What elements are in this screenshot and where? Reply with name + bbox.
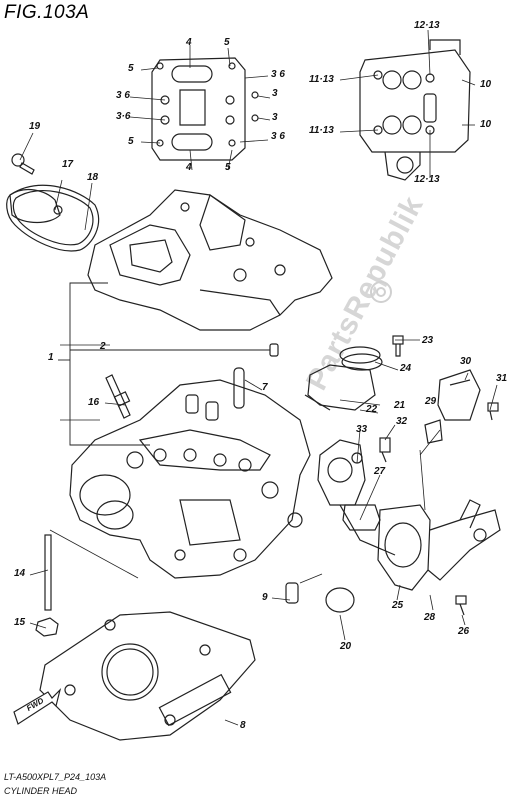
callout-30: 30 (460, 356, 472, 367)
intake-pipe (304, 346, 383, 411)
cap-29 (424, 419, 443, 444)
callout-11-13-b: 11·13 (309, 125, 334, 136)
model-code: LT-A500XPL7_P24_103A (4, 772, 107, 782)
callout-14: 14 (14, 568, 26, 579)
callout-10-a: 10 (480, 79, 492, 90)
callout-36-b: 3 6 (271, 131, 285, 142)
callout-4-a: 4 (186, 37, 192, 48)
callout-3-a: 3 (272, 88, 278, 99)
callout-19: 19 (29, 121, 41, 132)
callout-5-b: 5 (128, 63, 134, 74)
figure-title: FIG.103A (4, 2, 90, 23)
callout-9: 9 (262, 592, 268, 603)
leader-lines (19, 29, 498, 726)
bolt-23 (392, 335, 404, 357)
callout-4-b: 4 (186, 162, 192, 173)
callout-10-b: 10 (480, 119, 492, 130)
thermostat-cover (377, 499, 501, 591)
bolt-31 (487, 402, 499, 421)
callout-8: 8 (240, 720, 246, 731)
callout-29: 29 (425, 396, 437, 407)
watermark-gear-icon (370, 281, 392, 303)
head-bottom-view (359, 39, 471, 181)
callout-12-13-b: 12·13 (414, 174, 440, 185)
callout-33: 33 (356, 424, 368, 435)
nut-15 (35, 617, 59, 637)
spark-plug (105, 374, 131, 419)
callout-24: 24 (400, 363, 412, 374)
callout-36-c: 3 6 (116, 90, 130, 101)
callout-20: 20 (340, 641, 352, 652)
callout-18: 18 (87, 172, 99, 183)
callout-7: 7 (262, 382, 268, 393)
callout-16: 16 (88, 397, 100, 408)
bolt-19 (11, 153, 35, 175)
sensor-32 (379, 437, 391, 463)
callout-27: 27 (374, 466, 386, 477)
callout-11-13-a: 11·13 (309, 74, 334, 85)
callout-12-13-a: 12·13 (414, 20, 440, 31)
callout-25: 25 (392, 600, 404, 611)
bolt-26 (455, 595, 467, 616)
sleeve-7 (233, 367, 245, 409)
callout-bracket-1 (58, 282, 270, 446)
stud-14 (44, 534, 52, 611)
plug-20 (325, 587, 355, 613)
section-name: CYLINDER HEAD (4, 786, 78, 796)
cam-housing (87, 189, 333, 331)
thermostat (342, 504, 381, 531)
callout-23: 23 (422, 335, 434, 346)
callout-32: 32 (396, 416, 408, 427)
callout-31: 31 (496, 373, 508, 384)
callout-26: 26 (458, 626, 470, 637)
head-top-view (151, 57, 259, 161)
callout-5-d: 5 (225, 162, 231, 173)
cover-gasket (6, 184, 100, 252)
thermostat-housing (317, 439, 396, 556)
dowel-9 (285, 582, 299, 604)
callout-1: 1 (48, 352, 54, 363)
callout-28: 28 (424, 612, 436, 623)
callout-2: 2 (100, 341, 106, 352)
dowel-2 (269, 343, 279, 357)
callout-5-a: 5 (224, 37, 230, 48)
callout-21: 21 (394, 400, 406, 411)
callout-15: 15 (14, 617, 26, 628)
water-inlet (437, 369, 481, 421)
callout-36-a: 3 6 (271, 69, 285, 80)
callout-5-c: 5 (128, 136, 134, 147)
fwd-arrow-icon (13, 688, 62, 725)
callout-22: 22 (366, 404, 378, 415)
cylinder-head (69, 379, 311, 579)
callout-3-b: 3 (272, 112, 278, 123)
callout-17: 17 (62, 159, 74, 170)
head-gasket (39, 611, 256, 741)
callout-36-d: 3·6 (116, 111, 131, 122)
